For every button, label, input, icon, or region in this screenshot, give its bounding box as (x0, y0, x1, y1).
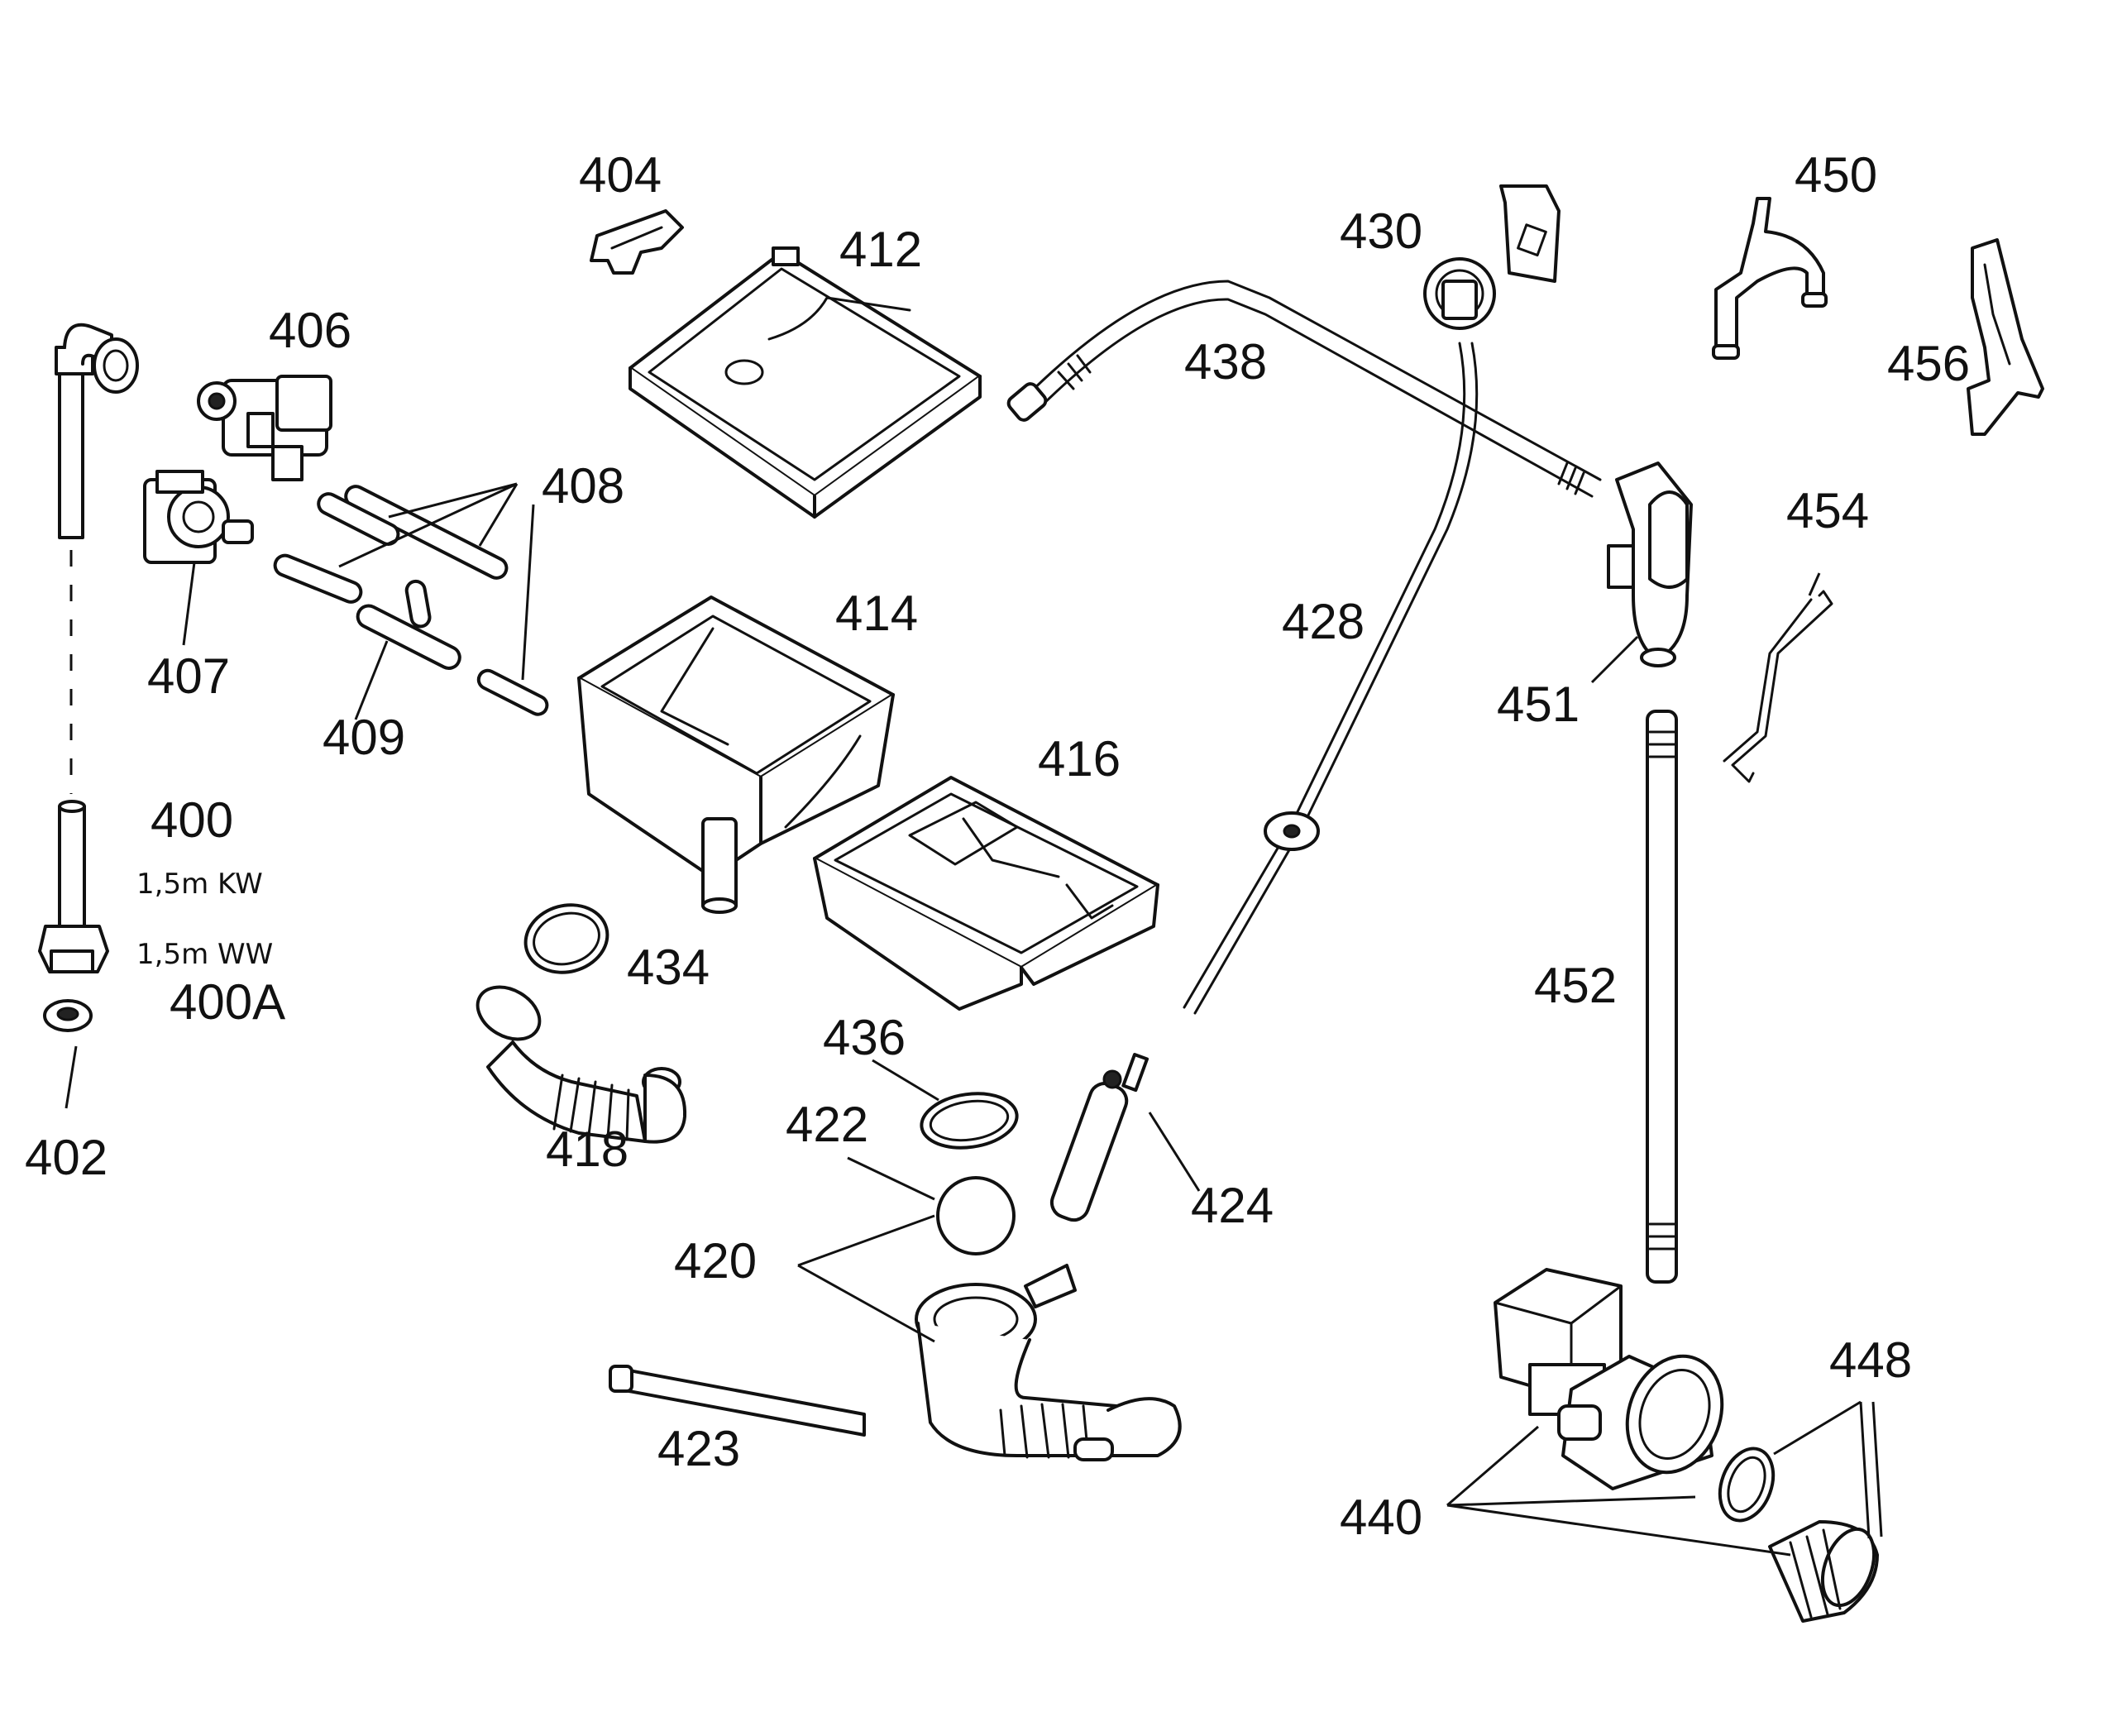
callout-409: 409 (323, 710, 405, 765)
callout-404: 404 (579, 147, 662, 203)
part-438-hose (1006, 280, 1602, 498)
callout-440: 440 (1340, 1490, 1422, 1545)
part-451-air-trap (1607, 461, 1693, 667)
part-402-washer (43, 999, 93, 1032)
callout-430: 430 (1340, 203, 1422, 259)
callout-414: 414 (835, 586, 918, 641)
callout-400: 400 (151, 792, 233, 848)
part-434-seal-ring (523, 903, 609, 974)
part-406-valve (197, 375, 332, 481)
callout-420: 420 (674, 1233, 757, 1289)
callout-400A: 400A (170, 974, 285, 1030)
part-450-clamp (1712, 197, 1828, 360)
part-407-valve (143, 470, 254, 564)
part-440-drain-pump (1494, 1268, 1724, 1490)
part-420-sump-hose (915, 1264, 1182, 1461)
part-409-tube (273, 553, 461, 670)
leader-440 (1446, 1425, 1791, 1557)
callout-402: 402 (25, 1130, 108, 1185)
leader-420 (797, 1214, 935, 1343)
callout-428: 428 (1282, 594, 1365, 649)
callout-436: 436 (823, 1010, 906, 1065)
leader-424 (1148, 1112, 1201, 1192)
leader-454 (1808, 572, 1821, 596)
callout-412: 412 (839, 222, 922, 277)
leader-407 (182, 562, 196, 646)
leader-402 (65, 1045, 78, 1109)
callout-450: 450 (1795, 147, 1877, 203)
leader-448 (1773, 1400, 1883, 1539)
callout-424: 424 (1191, 1178, 1274, 1233)
part-414-dispenser-housing (577, 595, 895, 914)
part-422-ball (936, 1176, 1016, 1255)
leader-422 (847, 1156, 935, 1201)
part-416-drawer (813, 776, 1159, 1011)
part-428-pressure-tube (1183, 342, 1479, 1015)
callout-452: 452 (1534, 958, 1617, 1013)
part-454-wire (1723, 590, 1833, 783)
callout-454: 454 (1786, 483, 1869, 538)
leader-451 (1590, 635, 1639, 684)
part-430-pressure-switch (1423, 184, 1561, 330)
callout-406: 406 (269, 303, 351, 358)
note-ww: 1,5m WW (136, 938, 273, 971)
part-400-inlet-hose (38, 323, 139, 973)
part-412-dispenser-lid (629, 246, 982, 519)
leader-436 (872, 1059, 939, 1102)
callout-434: 434 (627, 940, 710, 995)
leader-409 (354, 640, 389, 720)
part-424-sensor (1049, 1053, 1149, 1222)
callout-408: 408 (542, 458, 624, 514)
part-452-hose (1646, 710, 1678, 1284)
callout-418: 418 (546, 1121, 629, 1177)
callout-422: 422 (786, 1097, 868, 1152)
callout-448: 448 (1829, 1332, 1912, 1388)
callout-456: 456 (1887, 336, 1970, 391)
callout-451: 451 (1497, 677, 1580, 732)
callout-416: 416 (1038, 731, 1121, 787)
leader-408 (338, 482, 535, 681)
part-456-bracket (1967, 238, 2044, 436)
callout-423: 423 (657, 1421, 740, 1476)
part-423-small-hose (609, 1365, 866, 1437)
note-kw: 1,5m KW (136, 868, 263, 901)
part-436-seal-ring (920, 1092, 1019, 1150)
part-418-hose (476, 985, 687, 1144)
callout-438: 438 (1184, 334, 1267, 390)
part-448-filter (1718, 1447, 1879, 1623)
callout-407: 407 (147, 648, 230, 704)
part-404-clip (590, 209, 684, 275)
